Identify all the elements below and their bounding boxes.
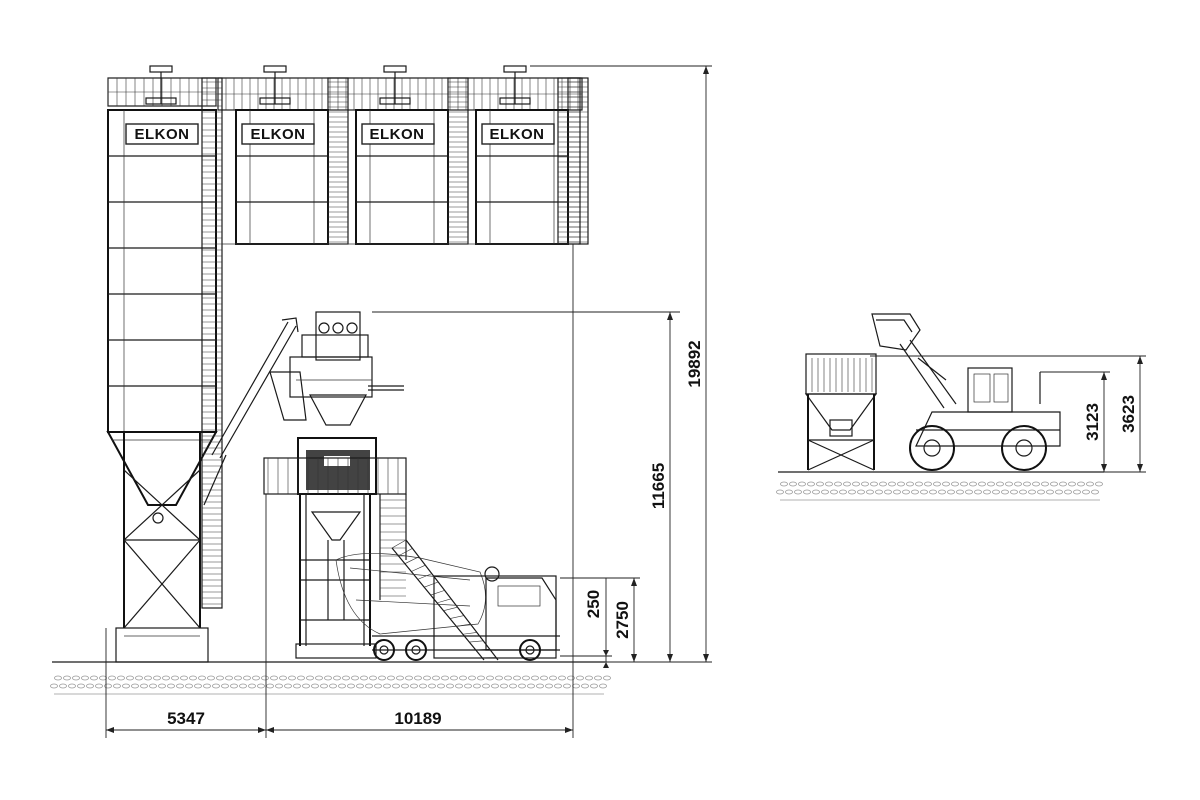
mixer-tower — [263, 311, 499, 661]
tall-silo: ELKON — [106, 65, 223, 663]
dimension-lines — [105, 65, 712, 738]
truck-mixer — [335, 553, 560, 661]
dim-truck-clearance: 2750 — [613, 601, 632, 639]
main-ground — [50, 661, 611, 695]
loader-ground — [776, 471, 1104, 501]
loader-dimensions — [870, 355, 1146, 473]
dim-left-width: 5347 — [167, 709, 205, 728]
silo-logo-1 — [125, 123, 199, 145]
dim-total-height: 19892 — [685, 340, 704, 387]
dim-truck-clearance-top: 250 — [584, 590, 603, 618]
dim-mixer-height: 11665 — [649, 463, 668, 509]
silo-logo-text-4: ELKON — [490, 126, 545, 143]
silo-logo-text-3: ELKON — [370, 126, 425, 143]
silo-logo-text-2: ELKON — [251, 126, 306, 143]
dim-right-width: 10189 — [394, 709, 441, 728]
silo-logo-text-1: ELKON — [135, 126, 190, 143]
dim-loader-height: 3123 — [1083, 403, 1102, 441]
dim-bin-height: 3623 — [1119, 395, 1138, 433]
screw-conveyor — [203, 317, 299, 506]
aggregate-bin — [804, 353, 878, 471]
wheel-loader — [871, 313, 1061, 471]
upper-silos: ELKON ELKON ELKON — [217, 65, 589, 245]
